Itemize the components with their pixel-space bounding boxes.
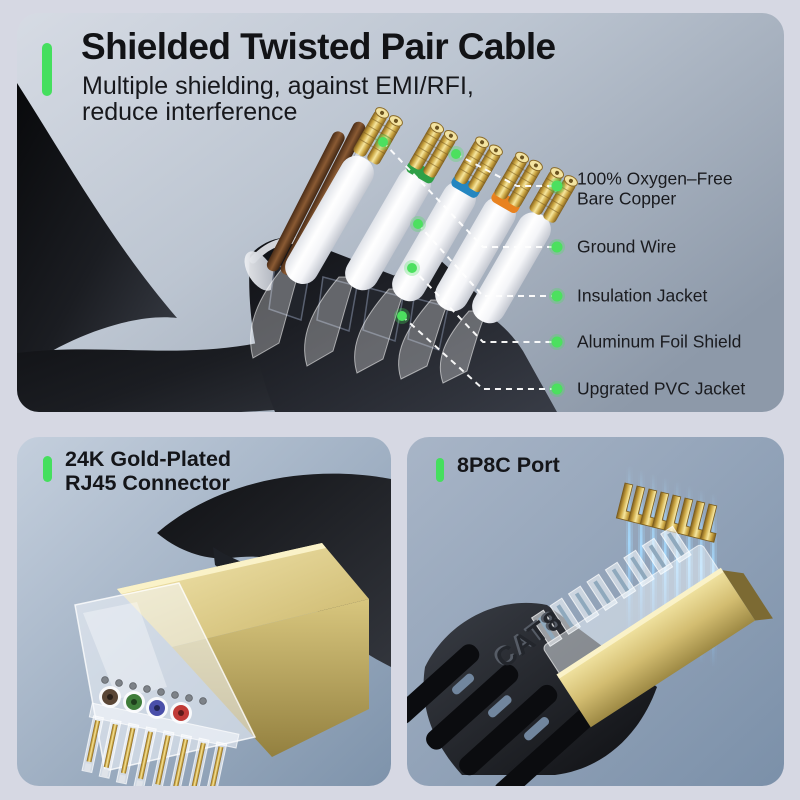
subtitle-line-1: Multiple shielding, against EMI/RFI, (82, 72, 474, 100)
port-connector-body (530, 525, 773, 728)
page-title: Shielded Twisted Pair Cable (81, 26, 556, 67)
left-panel-title: 24K Gold-Plated RJ45 Connector (65, 447, 231, 495)
title-accent-bar (42, 43, 52, 96)
left-panel-title-line-2: RJ45 Connector (65, 471, 230, 495)
cable-opening-teeth (268, 264, 449, 351)
callout-label-insulation-jacket: Insulation Jacket (577, 285, 708, 306)
right-panel-accent-bar (436, 458, 444, 482)
callout-connectors (382, 141, 553, 390)
rj45-connector-panel: 24K Gold-Plated RJ45 Connector (17, 437, 391, 786)
callout-label-pvc-jacket: Upgrated PVC Jacket (577, 378, 746, 399)
left-panel-accent-bar (43, 456, 52, 482)
right-panel-title: 8P8C Port (457, 453, 560, 477)
rj45-connector-illustration (17, 437, 391, 786)
callout-label-bare-copper: 100% Oxygen–Free Bare Copper (577, 168, 733, 208)
foil-wings (250, 264, 488, 384)
callout-label-ground-wire: Ground Wire (577, 236, 677, 257)
port-illustration: CAT8 CAT8 (407, 437, 784, 786)
gold-pin-comb (81, 702, 240, 786)
floating-gold-pins (615, 482, 718, 543)
cable-anatomy-panel: Shielded Twisted Pair Cable Multiple shi… (17, 13, 784, 412)
callout-dots (375, 134, 565, 397)
callout-label-aluminum-foil-shield: Aluminum Foil Shield (577, 331, 742, 352)
port-panel: CAT8 CAT8 8P8C Port (407, 437, 784, 786)
page-subtitle: Multiple shielding, against EMI/RFI, red… (82, 73, 474, 125)
subtitle-line-2: reduce interference (82, 98, 298, 126)
wire-end-dots (99, 686, 192, 724)
wire-pair-4 (435, 151, 543, 312)
ridged-boot-and-cable (407, 602, 657, 786)
wire-pairs (266, 107, 578, 324)
left-panel-title-line-1: 24K Gold-Plated (65, 447, 232, 471)
wire-pair-2 (345, 122, 458, 291)
cable-cutaway-illustration (17, 13, 784, 412)
